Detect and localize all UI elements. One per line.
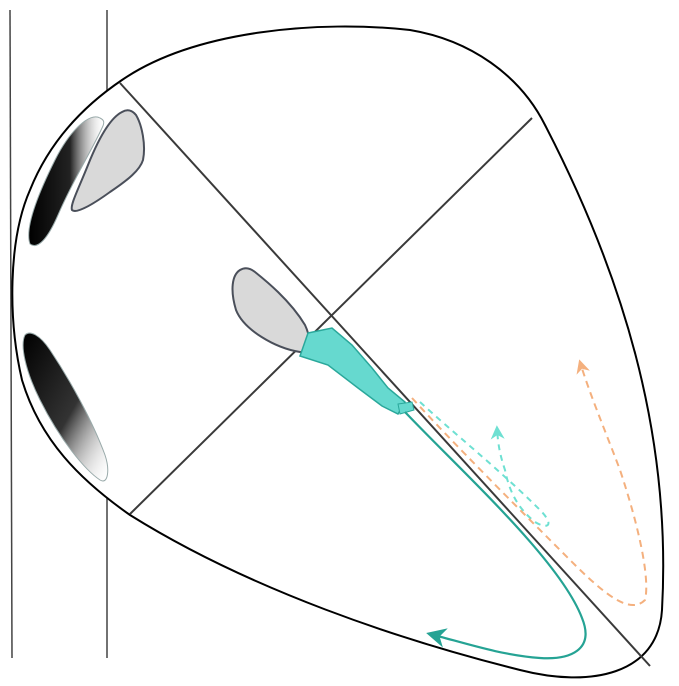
solid-teal-arrow [404, 411, 587, 660]
shadow-blob-lower [22, 332, 109, 482]
divider-nw-se [119, 82, 651, 667]
teal-tip [397, 401, 415, 415]
dashed-orange-arrow [411, 359, 648, 606]
divider-ne-sw [129, 117, 533, 515]
shadow-blob-upper [28, 116, 105, 246]
grey-shape-upper [70, 109, 146, 212]
wall-line-left [9, 9, 13, 659]
